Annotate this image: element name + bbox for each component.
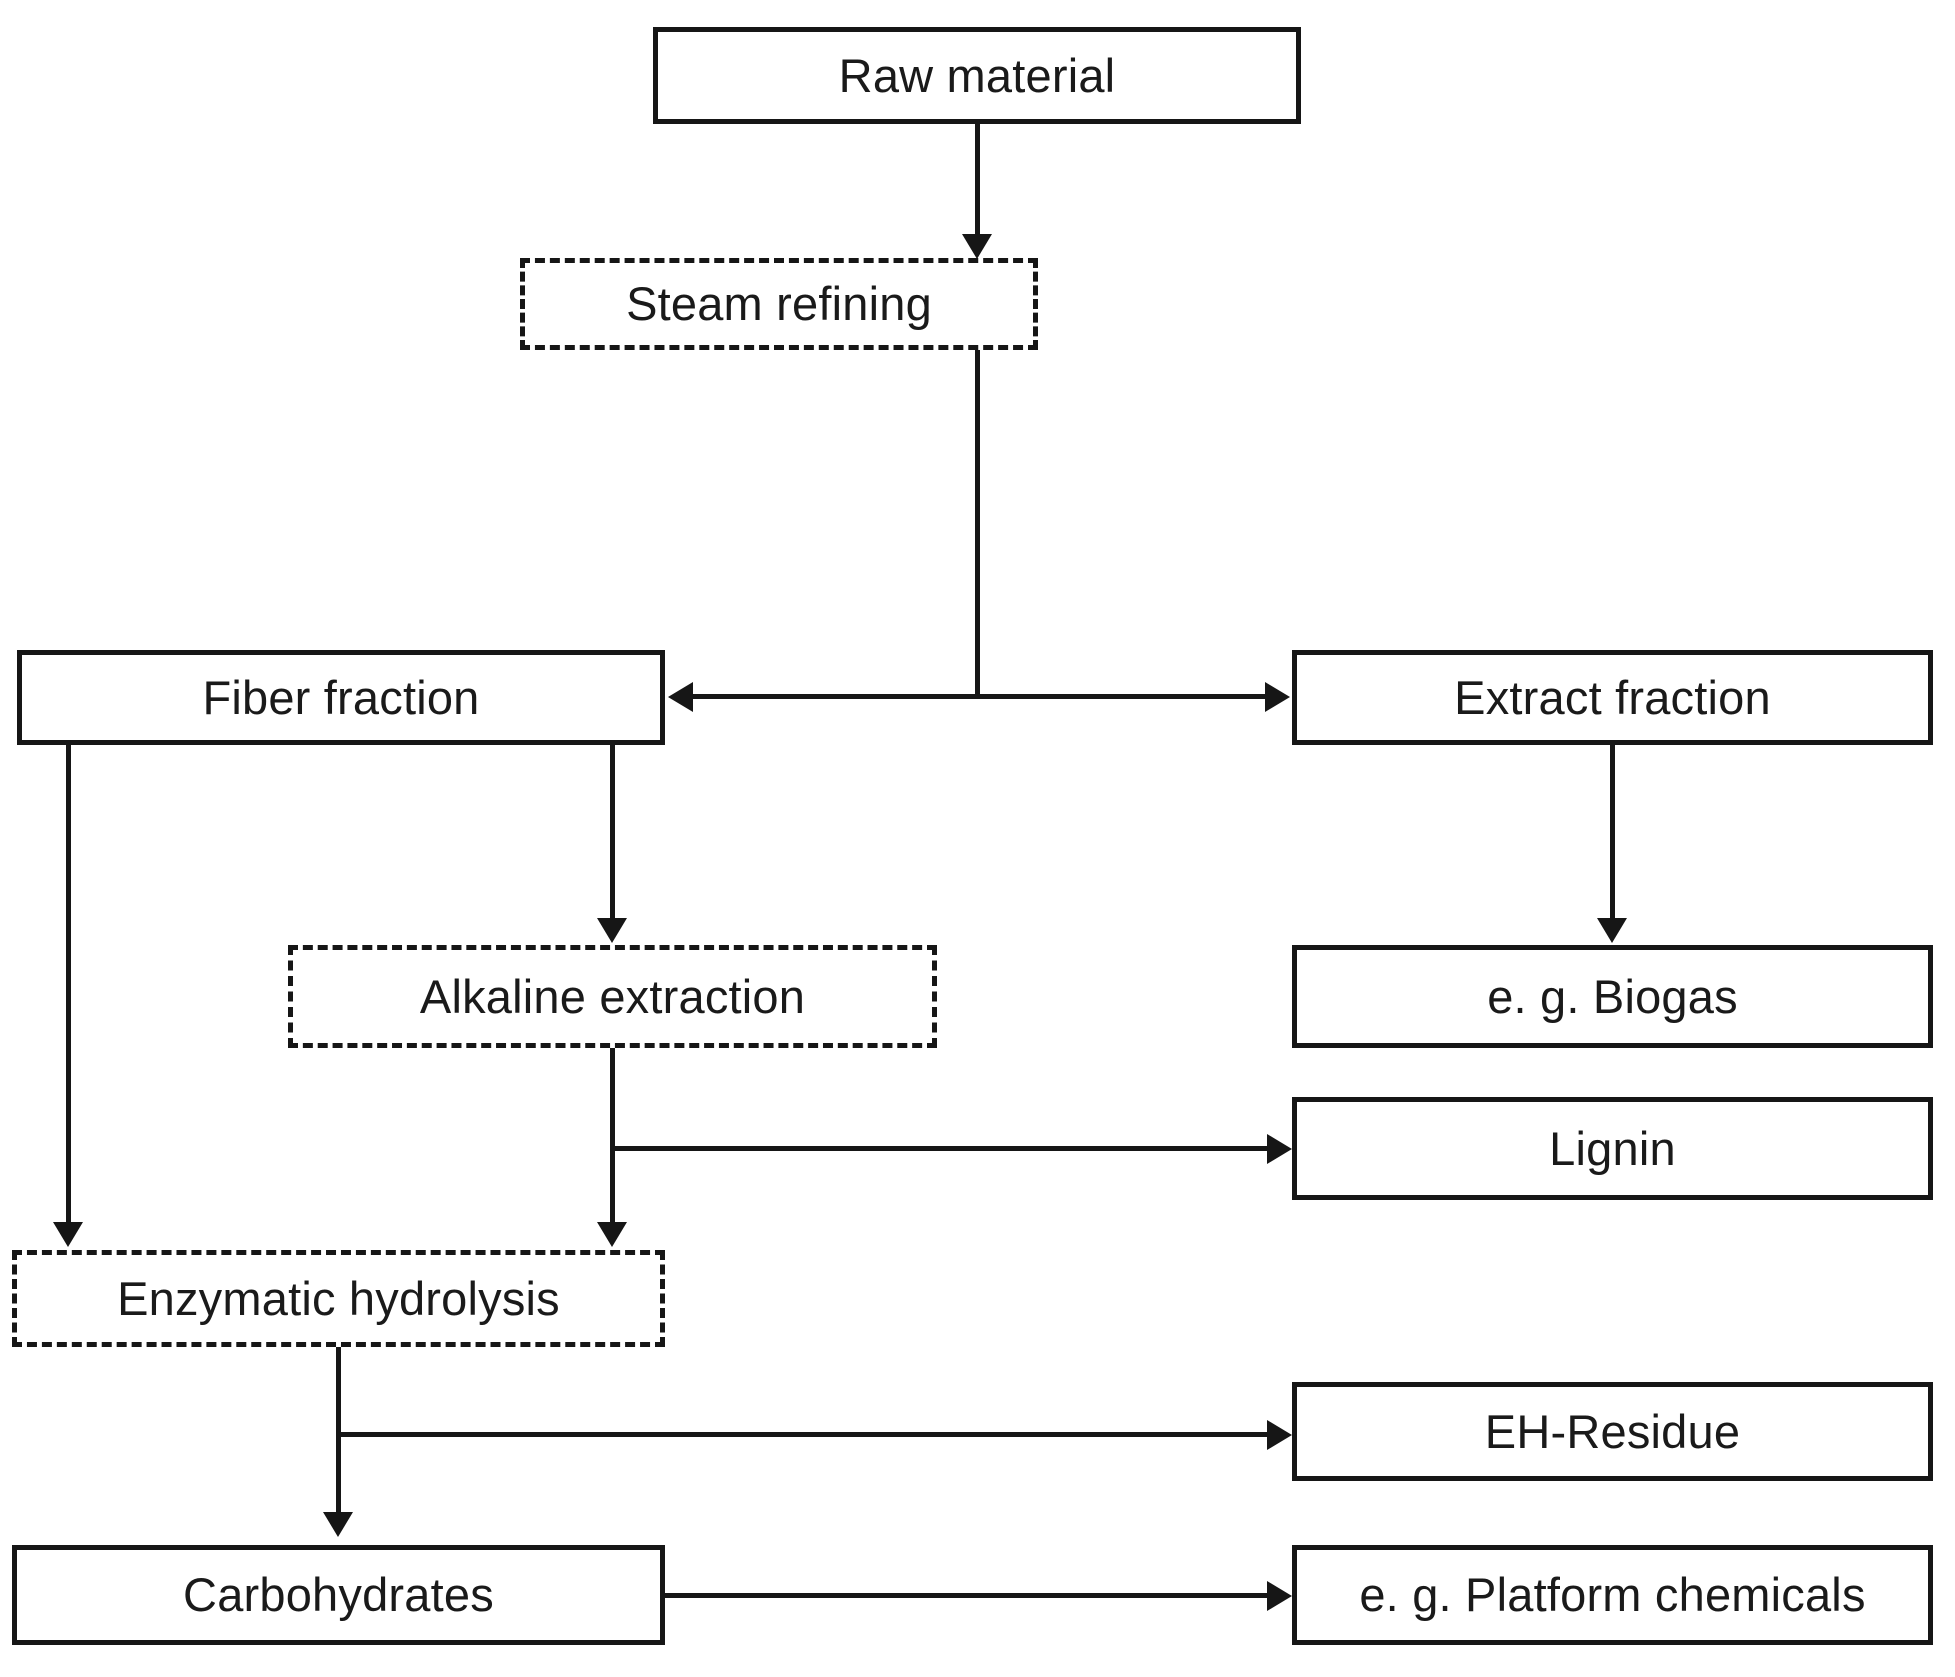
edge-fiber-to-enzymatic-line [66,745,71,1227]
node-alkaline-extraction[interactable]: Alkaline extraction [288,945,937,1048]
edge-carbohydrates-to-platform-arrowhead [1267,1581,1292,1611]
node-label: Lignin [1549,1121,1676,1175]
node-raw-material[interactable]: Raw material [653,27,1301,124]
node-fiber-fraction[interactable]: Fiber fraction [17,650,665,745]
edge-alkaline-to-lignin-arrowhead [1267,1134,1292,1164]
edge-extract-to-biogas-line [1610,745,1615,923]
node-label: Carbohydrates [183,1568,494,1622]
edge-steam-to-extract-arrowhead [1265,682,1290,712]
node-platform-chemicals[interactable]: e. g. Platform chemicals [1292,1545,1933,1645]
node-carbohydrates[interactable]: Carbohydrates [12,1545,665,1645]
node-eh-residue[interactable]: EH-Residue [1292,1382,1933,1481]
node-label: EH-Residue [1484,1404,1741,1458]
edge-fiber-to-alkaline-line [610,745,615,923]
node-label: Alkaline extraction [419,969,806,1023]
node-label: Fiber fraction [202,670,480,724]
edge-enzymatic-to-residue-line [336,1432,1267,1437]
edge-raw-to-steam-arrowhead [962,234,992,259]
node-extract-fraction[interactable]: Extract fraction [1292,650,1933,745]
node-label: Raw material [838,48,1116,102]
edge-fiber-to-enzymatic-arrowhead [53,1222,83,1247]
node-label: Enzymatic hydrolysis [117,1271,560,1325]
node-label: e. g. Biogas [1487,969,1738,1023]
edge-enzymatic-to-carbohydrates-arrowhead [323,1512,353,1537]
node-label: Steam refining [626,277,932,331]
edge-fiber-to-alkaline-arrowhead [597,918,627,943]
node-biogas[interactable]: e. g. Biogas [1292,945,1933,1048]
edge-alkaline-to-lignin-line [610,1146,1267,1151]
node-label: e. g. Platform chemicals [1359,1568,1866,1622]
node-steam-refining[interactable]: Steam refining [520,258,1038,350]
edge-enzymatic-to-residue-arrowhead [1267,1420,1292,1450]
edge-raw-to-steam-line [975,124,980,249]
edge-alkaline-bus-vertical [610,1048,615,1227]
node-lignin[interactable]: Lignin [1292,1097,1933,1200]
edge-steam-bus-vertical [975,350,980,697]
node-enzymatic-hydrolysis[interactable]: Enzymatic hydrolysis [12,1250,665,1347]
node-label: Extract fraction [1454,670,1771,724]
edge-alkaline-to-enzymatic-arrowhead [597,1222,627,1247]
edge-steam-to-extract-line [975,694,1265,699]
edge-carbohydrates-to-platform-line [665,1593,1267,1598]
edge-steam-to-fiber-line [693,694,978,699]
edge-extract-to-biogas-arrowhead [1597,918,1627,943]
edge-steam-to-fiber-arrowhead [668,682,693,712]
